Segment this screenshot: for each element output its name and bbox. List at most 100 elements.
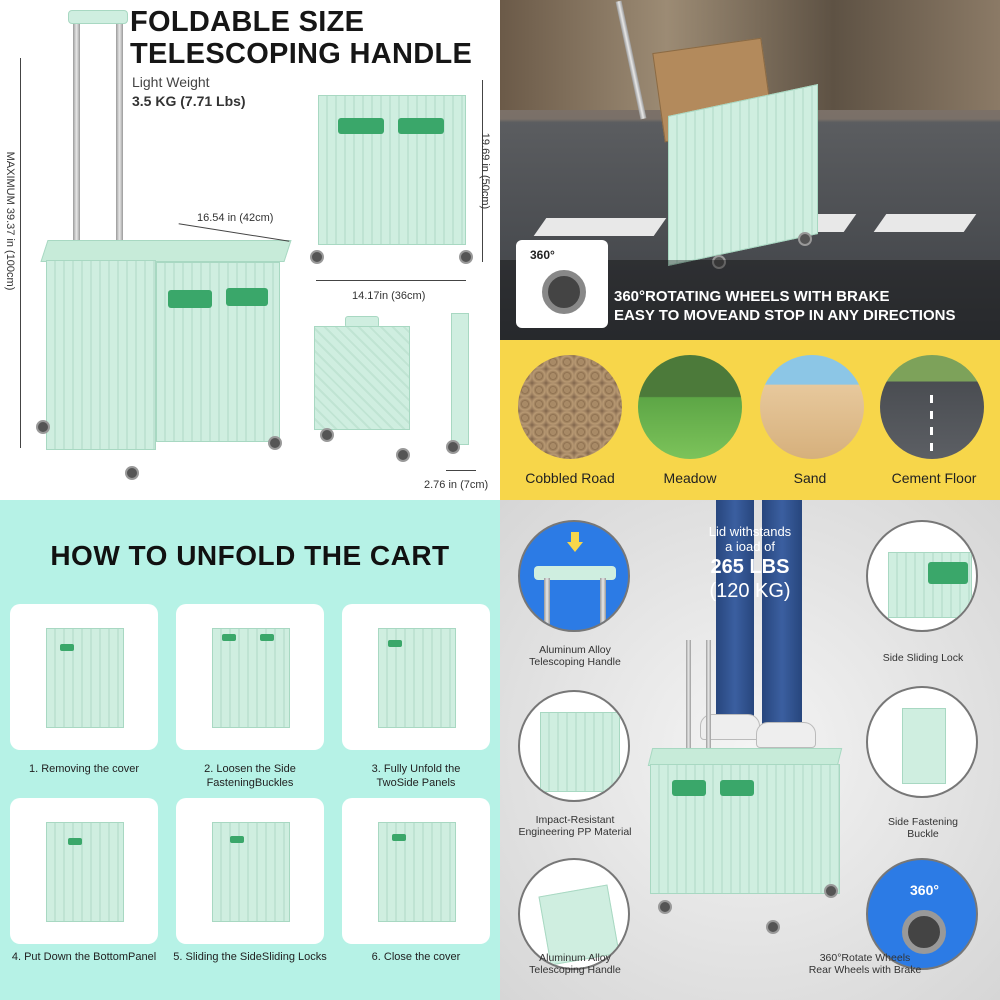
lid-load-kg: (120 KG) <box>709 580 791 602</box>
buckle-closeup <box>866 686 978 798</box>
step-card-1 <box>10 604 158 750</box>
rotation-badge: 360° <box>910 882 939 898</box>
handle-pole <box>600 578 606 630</box>
features-panel: Lid withstands a ioad of 265 LBS (120 KG… <box>500 500 1000 1000</box>
wheel-closeup: 360° <box>866 858 978 970</box>
handle-pole-left <box>73 20 80 260</box>
cart-slot <box>392 834 406 841</box>
lid-text-line2: a ioad of <box>725 539 775 554</box>
sliding-lock-closeup <box>866 520 978 632</box>
cart-slot <box>260 634 274 641</box>
wheels-subline: EASY TO MOVEAND STOP IN ANY DIRECTIONS <box>614 307 956 324</box>
person-leg-right <box>762 500 802 730</box>
wheel-icon <box>798 232 812 246</box>
handle-fold-closeup <box>518 858 630 970</box>
street-cart <box>668 84 818 266</box>
handle-closeup <box>518 520 630 632</box>
unfold-steps-panel: HOW TO UNFOLD THE CART 1. Removing the c… <box>0 500 500 1000</box>
center-handle-pole <box>706 640 711 770</box>
wheel-icon <box>310 250 324 264</box>
max-height-label: MAXIMUM 39.37 in (100cm) <box>4 151 16 291</box>
wheel-icon <box>658 900 672 914</box>
terrain-label: Cobbled Road <box>525 470 615 486</box>
step-label-5: 5. Sliding the SideSliding Locks <box>173 951 327 963</box>
step-cart-image <box>378 822 456 922</box>
dimensions-panel: FOLDABLE SIZE TELESCOPING HANDLE Light W… <box>0 0 500 500</box>
depth-label: 16.54 in (42cm) <box>197 212 274 224</box>
material-closeup <box>518 690 630 802</box>
handle-grip <box>534 566 616 580</box>
wheel-inset: 360° <box>516 240 608 328</box>
folded-cart-side <box>451 313 469 445</box>
wheel-icon <box>125 466 139 480</box>
step-card-4 <box>10 798 158 944</box>
wheel-icon <box>396 448 410 462</box>
front-view-slot-right <box>398 118 444 134</box>
front-view-slot-left <box>338 118 384 134</box>
step-cart-image <box>46 822 124 922</box>
front-slot-right <box>226 288 268 306</box>
terrain-panel: Cobbled Road Meadow Sand Cement Floor <box>500 340 1000 500</box>
sand-image <box>760 355 864 459</box>
cart-lid <box>40 240 292 262</box>
step-card-5 <box>176 798 324 944</box>
terrain-label: Cement Floor <box>891 470 977 486</box>
title-line-1: FOLDABLE SIZE <box>130 6 365 38</box>
weight-value: 3.5 KG (7.71 Lbs) <box>132 93 246 109</box>
height-dim-line <box>20 58 21 448</box>
handle-grip <box>68 10 128 24</box>
panel-texture <box>540 712 620 792</box>
step-cart-image <box>212 822 290 922</box>
wheel-icon <box>459 250 473 264</box>
wheel-icon <box>36 420 50 434</box>
caster-wheel-icon <box>902 910 946 954</box>
center-handle-pole <box>686 640 691 770</box>
front-slot-left <box>168 290 212 308</box>
sneaker-right <box>756 722 816 748</box>
cart-slot <box>222 634 236 641</box>
cobbled-road-image <box>518 355 622 459</box>
center-cart-slot <box>720 780 754 796</box>
buckle <box>902 708 946 784</box>
step-card-2 <box>176 604 324 750</box>
wheel-icon <box>268 436 282 450</box>
wheel-icon <box>320 428 334 442</box>
step-card-3 <box>342 604 490 750</box>
crosswalk-stripe <box>533 218 667 236</box>
width-label: 14.17in (36cm) <box>352 290 426 302</box>
height-label: 19.69 in (50cm) <box>479 132 491 210</box>
step-label-6: 6. Close the cover <box>371 951 461 963</box>
caster-wheel-icon <box>542 270 586 314</box>
cart-slot <box>230 836 244 843</box>
terrain-label: Sand <box>793 470 827 486</box>
wheel-icon <box>446 440 460 454</box>
center-cart-slot <box>672 780 706 796</box>
handle-pole-right <box>116 20 123 260</box>
cart-side-panel <box>46 260 156 450</box>
arrow-down-icon <box>567 532 583 552</box>
street-panel: 360° 360°ROTATING WHEELS WITH BRAKE EASY… <box>500 0 1000 340</box>
wheel-icon <box>766 920 780 934</box>
folded-label: 2.76 in (7cm) <box>424 479 489 491</box>
cart-slot <box>60 644 74 651</box>
lid-load-lbs: 265 LBS <box>710 556 790 578</box>
depth-dim-line <box>178 223 290 242</box>
lock-slot <box>928 562 968 584</box>
folded-dim-line <box>446 470 476 471</box>
folded-cart-front <box>314 326 410 430</box>
wheel-icon <box>712 255 726 269</box>
feature-label-top-right: Side Sliding Lock <box>882 652 964 664</box>
terrain-label: Meadow <box>663 470 717 486</box>
cart-slot <box>388 640 402 647</box>
height-dim-line-2 <box>482 80 483 262</box>
handle-pole <box>544 578 550 630</box>
rotation-badge: 360° <box>530 248 555 262</box>
crosswalk-stripe <box>873 214 977 232</box>
